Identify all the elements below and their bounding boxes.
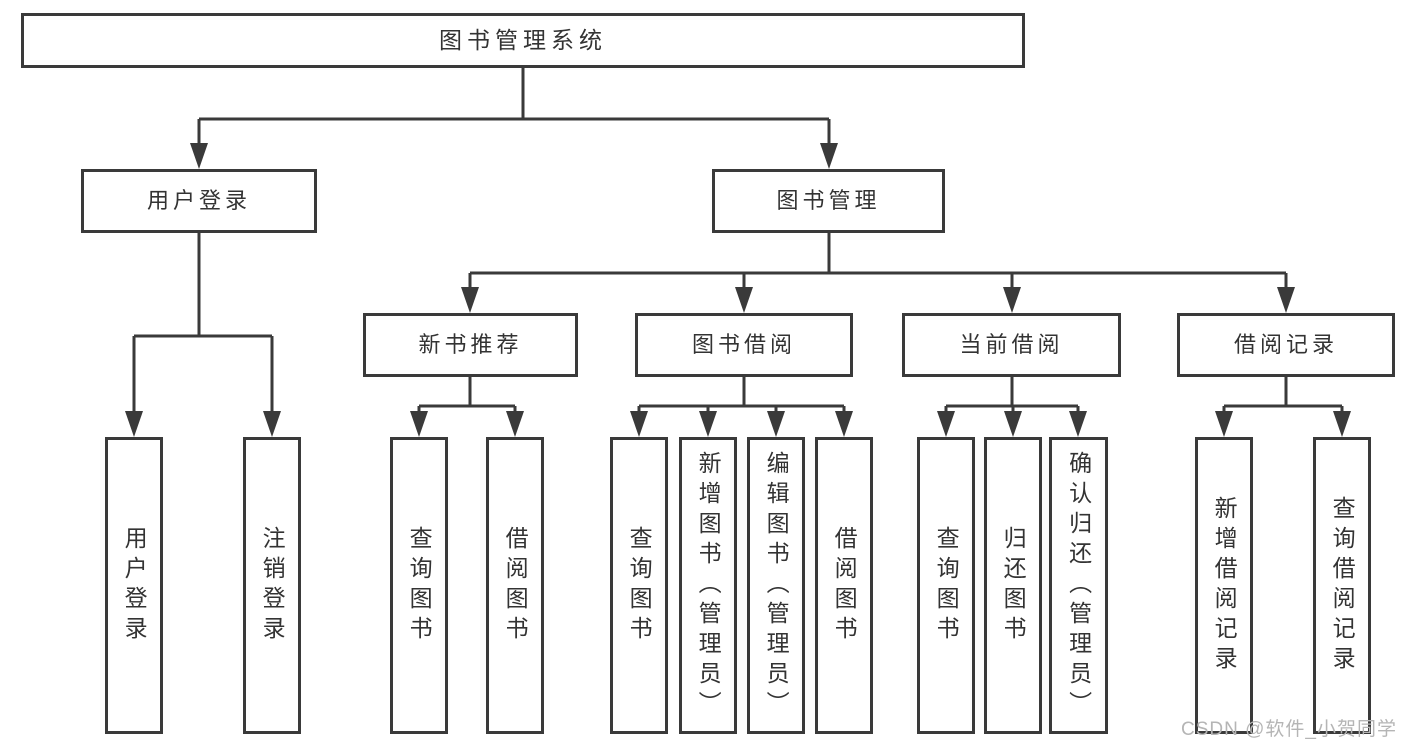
leaf-query-books-recommend-label: 查询图书 xyxy=(406,525,433,646)
leaf-borrow-books-recommend-label: 借阅图书 xyxy=(502,525,529,646)
node-borrow-records-label: 借阅记录 xyxy=(1233,332,1338,357)
node-current-borrowing: 当前借阅 xyxy=(902,313,1121,377)
leaf-user-login: 用户登录 xyxy=(105,437,163,734)
csdn-watermark: CSDN @软件_小贺同学 xyxy=(1181,719,1397,740)
leaf-query-books-borrowing-label: 查询图书 xyxy=(626,525,653,646)
leaf-query-books-current-label: 查询图书 xyxy=(933,525,960,646)
leaf-confirm-return-admin-label: 确认归还（管理员） xyxy=(1065,450,1092,721)
leaf-query-books-recommend: 查询图书 xyxy=(390,437,448,734)
leaf-query-borrow-record: 查询借阅记录 xyxy=(1313,437,1371,734)
leaf-confirm-return-admin: 确认归还（管理员） xyxy=(1049,437,1108,734)
leaf-add-book-admin: 新增图书（管理员） xyxy=(679,437,737,734)
leaf-return-book: 归还图书 xyxy=(984,437,1042,734)
node-book-borrowing: 图书借阅 xyxy=(635,313,853,377)
node-root: 图书管理系统 xyxy=(21,13,1025,68)
leaf-add-borrow-record-label: 新增借阅记录 xyxy=(1211,495,1238,676)
node-new-book-recommend: 新书推荐 xyxy=(363,313,578,377)
leaf-return-book-label: 归还图书 xyxy=(1000,525,1027,646)
leaf-query-borrow-record-label: 查询借阅记录 xyxy=(1329,495,1356,676)
node-user-login-label: 用户登录 xyxy=(146,188,251,213)
leaf-logout-label: 注销登录 xyxy=(259,525,286,646)
leaf-query-books-borrowing: 查询图书 xyxy=(610,437,668,734)
leaf-add-book-admin-label: 新增图书（管理员） xyxy=(695,450,722,721)
leaf-borrow-books-recommend: 借阅图书 xyxy=(486,437,544,734)
leaf-query-books-current: 查询图书 xyxy=(917,437,975,734)
node-book-borrowing-label: 图书借阅 xyxy=(691,332,796,357)
leaf-add-borrow-record: 新增借阅记录 xyxy=(1195,437,1253,734)
leaf-borrow-books-borrowing: 借阅图书 xyxy=(815,437,873,734)
node-book-management-label: 图书管理 xyxy=(776,188,881,213)
leaf-edit-book-admin: 编辑图书（管理员） xyxy=(747,437,805,734)
node-user-login: 用户登录 xyxy=(81,169,317,233)
node-borrow-records: 借阅记录 xyxy=(1177,313,1395,377)
leaf-borrow-books-borrowing-label: 借阅图书 xyxy=(831,525,858,646)
node-book-management: 图书管理 xyxy=(712,169,945,233)
node-root-label: 图书管理系统 xyxy=(439,27,607,53)
leaf-edit-book-admin-label: 编辑图书（管理员） xyxy=(763,450,790,721)
node-current-borrowing-label: 当前借阅 xyxy=(959,332,1064,357)
leaf-user-login-label: 用户登录 xyxy=(121,525,148,646)
leaf-logout: 注销登录 xyxy=(243,437,301,734)
node-new-book-recommend-label: 新书推荐 xyxy=(418,332,523,357)
